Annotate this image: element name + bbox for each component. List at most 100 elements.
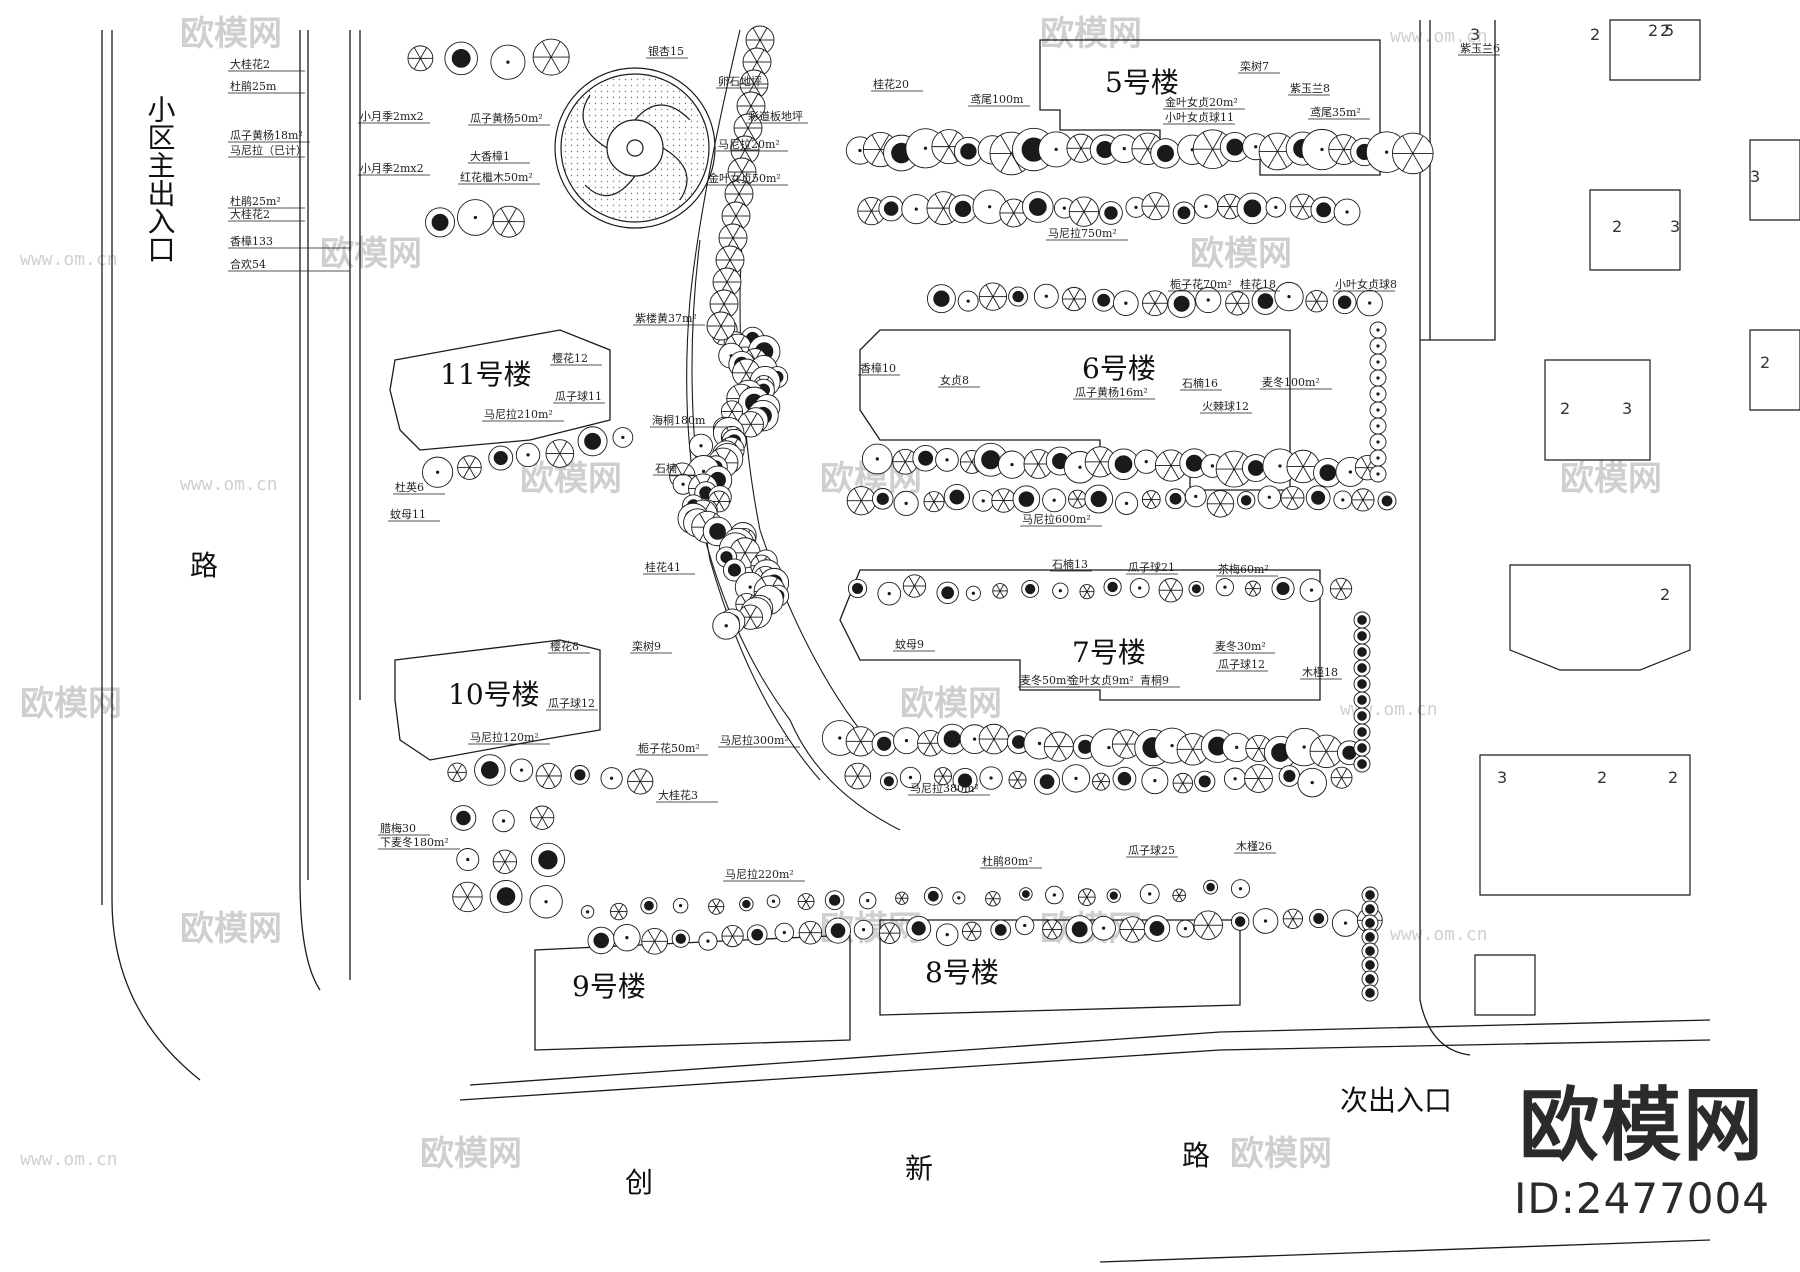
- tree-symbol: [739, 69, 769, 99]
- tree-symbol: [1023, 449, 1054, 479]
- plant-label: 栾树9: [632, 639, 661, 653]
- tree-symbol: [529, 885, 563, 919]
- tree-symbol: [1066, 133, 1096, 163]
- tree-symbol: [492, 809, 515, 833]
- neighbor-building-number: 2: [1660, 21, 1670, 40]
- tree-symbol: [1252, 908, 1279, 934]
- plant-label: 小月季2mx2: [360, 110, 424, 123]
- tree-symbol: [1142, 290, 1168, 317]
- plant-label: 大桂花3: [658, 788, 698, 802]
- tree-symbol: [1225, 291, 1250, 316]
- tree-symbol: [1353, 691, 1371, 709]
- plant-label: 马尼拉120m²: [470, 730, 539, 744]
- plant-label: 麦冬50m²: [1020, 673, 1071, 687]
- tree-symbol: [1150, 138, 1181, 169]
- tree-symbol: [474, 754, 506, 786]
- tree-symbol: [1042, 919, 1063, 940]
- tree-symbol: [1158, 578, 1183, 603]
- tree-symbol: [627, 768, 654, 795]
- tree-symbol: [1008, 286, 1029, 307]
- plant-label: 瓜子黄杨16m²: [1075, 385, 1148, 399]
- tree-symbol: [927, 284, 956, 314]
- road-lines: [101, 20, 1711, 1263]
- tree-symbol: [1313, 457, 1343, 488]
- tree-symbol: [1369, 417, 1387, 435]
- tree-symbol: [1052, 582, 1069, 599]
- plant-label: 蚊母9: [895, 637, 924, 651]
- neighbor-building-number: 5: [1664, 21, 1674, 40]
- tree-symbol: [492, 205, 525, 238]
- watermark-text: 欧模网: [1560, 459, 1662, 499]
- plant-label: 红花檵木50m²: [460, 170, 533, 184]
- tree-symbol: [422, 456, 454, 488]
- tree-symbol: [859, 891, 877, 910]
- tree-symbol: [1176, 733, 1210, 766]
- neighbor-building-number: 3: [1670, 217, 1680, 236]
- tree-symbol: [893, 490, 919, 516]
- plant-label: 马尼拉600m²: [1022, 512, 1091, 526]
- tree-symbol: [1139, 884, 1160, 904]
- tree-symbol: [1092, 772, 1110, 791]
- tree-symbol: [612, 427, 634, 448]
- tree-symbol: [456, 848, 480, 872]
- tree-symbol: [1236, 491, 1256, 510]
- watermark-text: 欧模网: [1230, 1134, 1332, 1174]
- tree-symbol: [825, 917, 851, 944]
- plant-label: 桂花41: [645, 560, 681, 574]
- plant-label: 香樟10: [860, 361, 896, 375]
- tree-symbol: [1079, 584, 1095, 600]
- tree-symbol: [936, 581, 959, 604]
- tree-symbol: [895, 891, 909, 905]
- building-label-10: 10号楼: [448, 678, 540, 711]
- tree-symbol: [798, 920, 823, 945]
- plant-label: 栾树7: [1240, 59, 1269, 73]
- tree-symbol: [965, 585, 981, 601]
- tree-symbol: [1107, 448, 1140, 480]
- tree-symbol: [718, 223, 748, 253]
- tree-symbol: [853, 919, 874, 940]
- plant-label: 紫玉兰6: [1460, 42, 1500, 55]
- plant-label: 海桐180m: [652, 413, 706, 427]
- tree-symbol: [1092, 288, 1116, 312]
- tree-symbol: [997, 450, 1027, 479]
- tree-symbol: [1251, 287, 1280, 315]
- tree-symbol: [1369, 337, 1387, 355]
- tree-symbol: [923, 886, 943, 906]
- tree-symbol: [1369, 449, 1387, 467]
- plant-label: 卵石地坪: [718, 75, 762, 88]
- neighbor-building-number: 2: [1590, 25, 1600, 44]
- tree-symbol: [1042, 488, 1067, 513]
- plant-label: 麦冬30m²: [1215, 639, 1266, 653]
- tree-symbol: [1361, 928, 1379, 946]
- tree-symbol: [1061, 764, 1091, 793]
- tree-symbol: [530, 805, 555, 830]
- tree-symbol: [1361, 886, 1379, 904]
- plant-label: 栀子花50m²: [638, 741, 700, 755]
- plant-label: 麦冬100m²: [1262, 375, 1320, 389]
- tree-symbol: [641, 927, 668, 955]
- plant-label: 桂花18: [1240, 277, 1276, 291]
- tree-symbol: [1103, 577, 1122, 597]
- tree-symbol: [1333, 490, 1353, 510]
- plant-label: 瓜子球25: [1128, 843, 1175, 857]
- plant-label: 小月季2mx2: [360, 162, 424, 175]
- plant-label: 香樟133: [230, 234, 273, 248]
- tree-symbol: [1377, 491, 1397, 511]
- tree-symbol: [1271, 576, 1295, 601]
- secondary-entrance-label: 次出入口: [1340, 1084, 1452, 1117]
- watermark-url: www.om.cn: [20, 249, 118, 270]
- tree-symbol: [1045, 885, 1064, 905]
- watermark-text: 欧模网: [520, 459, 622, 499]
- tree-symbol: [824, 890, 845, 911]
- tree-symbol: [1297, 767, 1327, 798]
- plant-label: 瓜子黄杨18m²: [230, 128, 303, 142]
- tree-symbol: [935, 923, 959, 946]
- brand-logo: 欧模网 ID:2477004: [1512, 1086, 1772, 1224]
- tree-symbol: [978, 282, 1008, 311]
- tree-symbol: [712, 611, 741, 640]
- neighbor-building-number: 3: [1497, 768, 1507, 787]
- tree-symbol: [985, 890, 1001, 907]
- tree-symbol: [1111, 729, 1142, 759]
- tree-symbol: [746, 924, 768, 946]
